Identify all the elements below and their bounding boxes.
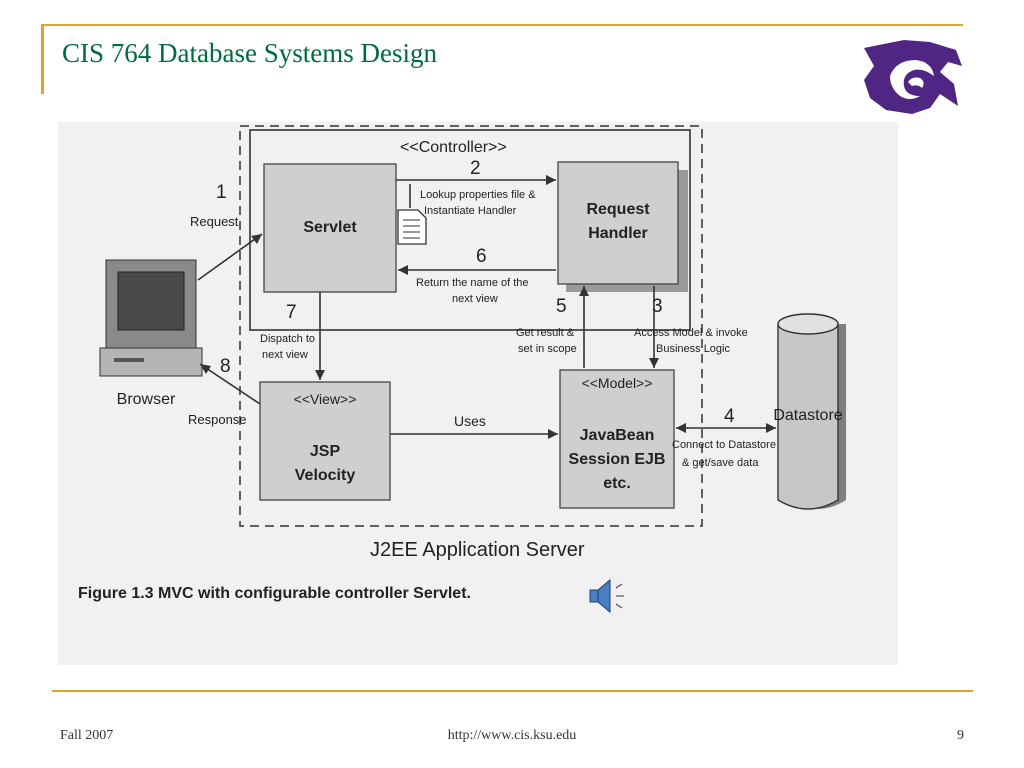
view-label: <<View>> xyxy=(294,391,357,407)
step-3-label-1: Access Model & invoke xyxy=(634,327,748,339)
model-box xyxy=(559,369,675,509)
request-handler-label-1: Request xyxy=(586,201,650,218)
model-label: <<Model>> xyxy=(582,375,653,391)
step-2-label-1: Lookup properties file & xyxy=(420,189,536,201)
step-7-number: 7 xyxy=(286,302,297,323)
request-arrow xyxy=(197,233,263,281)
mvc-diagram: <<Controller>> Servlet Request Handler <… xyxy=(78,125,846,614)
step-4-number: 4 xyxy=(724,406,735,427)
servlet-label: Servlet xyxy=(303,219,357,236)
step-3-number: 3 xyxy=(652,296,663,317)
step-6-label-1: Return the name of the xyxy=(416,277,529,289)
step-1-number: 1 xyxy=(216,182,227,203)
file-icon xyxy=(397,209,427,245)
step-6-label-2: next view xyxy=(452,293,498,305)
step-6-number: 6 xyxy=(476,246,487,267)
view-box xyxy=(259,381,391,501)
step-8-number: 8 xyxy=(220,356,231,377)
step-5-label-1: Get result & xyxy=(516,327,575,339)
model-label-2: Session EJB xyxy=(569,451,666,468)
footer-divider xyxy=(52,690,973,692)
datastore-label: Datastore xyxy=(773,407,842,424)
step-8-label: Response xyxy=(188,412,247,427)
speaker-icon xyxy=(589,578,624,614)
step-4-label-1: Connect to Datastore xyxy=(672,439,776,451)
controller-label: <<Controller>> xyxy=(400,139,507,156)
step-4-label-2: & get/save data xyxy=(682,457,759,469)
request-handler-box xyxy=(557,161,679,285)
uses-label: Uses xyxy=(454,413,486,429)
j2ee-server-boundary xyxy=(239,125,703,527)
figure-caption: Figure 1.3 MVC with configurable control… xyxy=(78,585,471,602)
model-label-3: etc. xyxy=(603,475,631,492)
model-label-1: JavaBean xyxy=(580,427,655,444)
step-5-label-2: set in scope xyxy=(518,343,577,355)
step-2-label-2: Instantiate Handler xyxy=(424,205,517,217)
step-1-label: Request xyxy=(190,214,239,229)
accent-bar-horizontal xyxy=(41,24,963,26)
view-label-2: Velocity xyxy=(295,467,356,484)
footer-date: Fall 2007 xyxy=(60,728,114,743)
footer-url: http://www.cis.ksu.edu xyxy=(447,728,577,743)
server-label: J2EE Application Server xyxy=(370,539,585,561)
step-5-number: 5 xyxy=(556,296,567,317)
step-3-label-2: Business Logic xyxy=(656,343,730,355)
step-7-label-2: next view xyxy=(262,349,308,361)
mvc-figure: <<Controller>> Servlet Request Handler <… xyxy=(58,122,898,665)
logo-icon xyxy=(864,40,962,114)
controller-boundary xyxy=(249,129,691,331)
slide-number: 9 xyxy=(957,728,964,743)
browser-label: Browser xyxy=(117,391,176,408)
database-icon xyxy=(777,313,846,510)
accent-bar-vertical xyxy=(41,24,44,94)
step-7-label-1: Dispatch to xyxy=(260,333,315,345)
step-2-number: 2 xyxy=(470,158,481,179)
response-arrow xyxy=(199,363,261,405)
servlet-box xyxy=(263,163,397,293)
view-label-1: JSP xyxy=(310,443,341,460)
computer-icon xyxy=(99,259,203,377)
request-handler-label-2: Handler xyxy=(588,225,648,242)
slide-title: CIS 764 Database Systems Design xyxy=(62,38,437,68)
